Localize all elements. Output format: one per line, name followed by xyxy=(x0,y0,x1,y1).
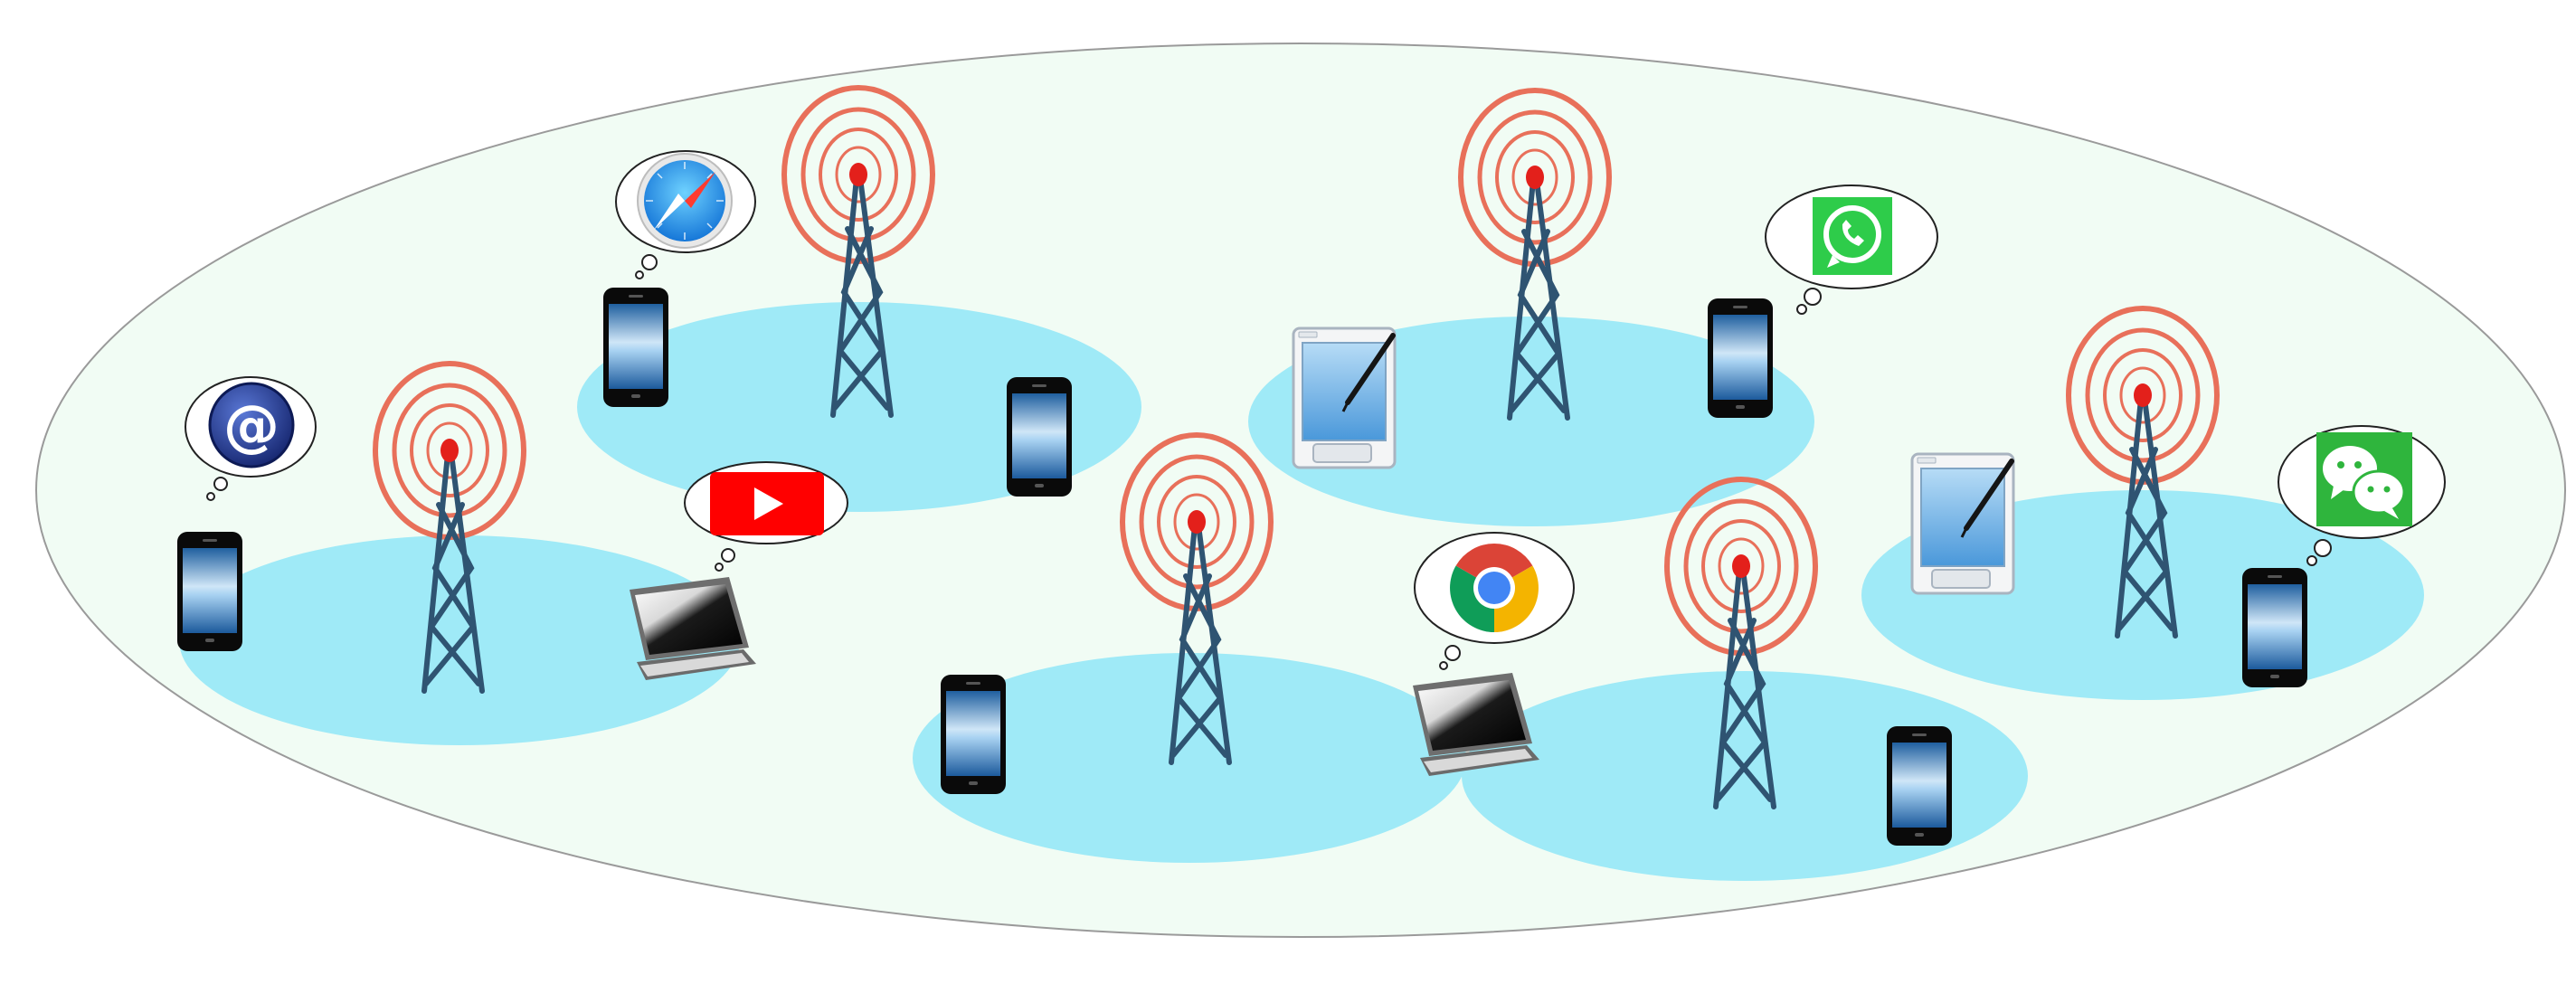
smartphone-icon xyxy=(177,532,242,651)
smartphone-icon xyxy=(603,288,668,407)
smartphone-icon xyxy=(1708,298,1773,418)
youtube-play-icon xyxy=(710,472,824,535)
cell-area xyxy=(913,653,1466,863)
whatsapp-icon xyxy=(1813,197,1892,275)
stylus-tablet-icon xyxy=(1912,454,2013,593)
smartphone-icon xyxy=(1007,377,1072,497)
stylus-tablet-icon xyxy=(1293,328,1395,468)
cell-area xyxy=(577,302,1141,512)
wechat-icon xyxy=(2316,432,2412,526)
email-at-icon: @ xyxy=(208,382,295,468)
email-at-glyph: @ xyxy=(223,393,279,459)
safari-compass-icon xyxy=(637,153,733,249)
smartphone-icon xyxy=(2242,568,2307,687)
cell-area xyxy=(1462,671,2028,881)
smartphone-icon xyxy=(1887,726,1952,846)
smartphone-icon xyxy=(941,675,1006,794)
chrome-icon xyxy=(1450,544,1539,632)
